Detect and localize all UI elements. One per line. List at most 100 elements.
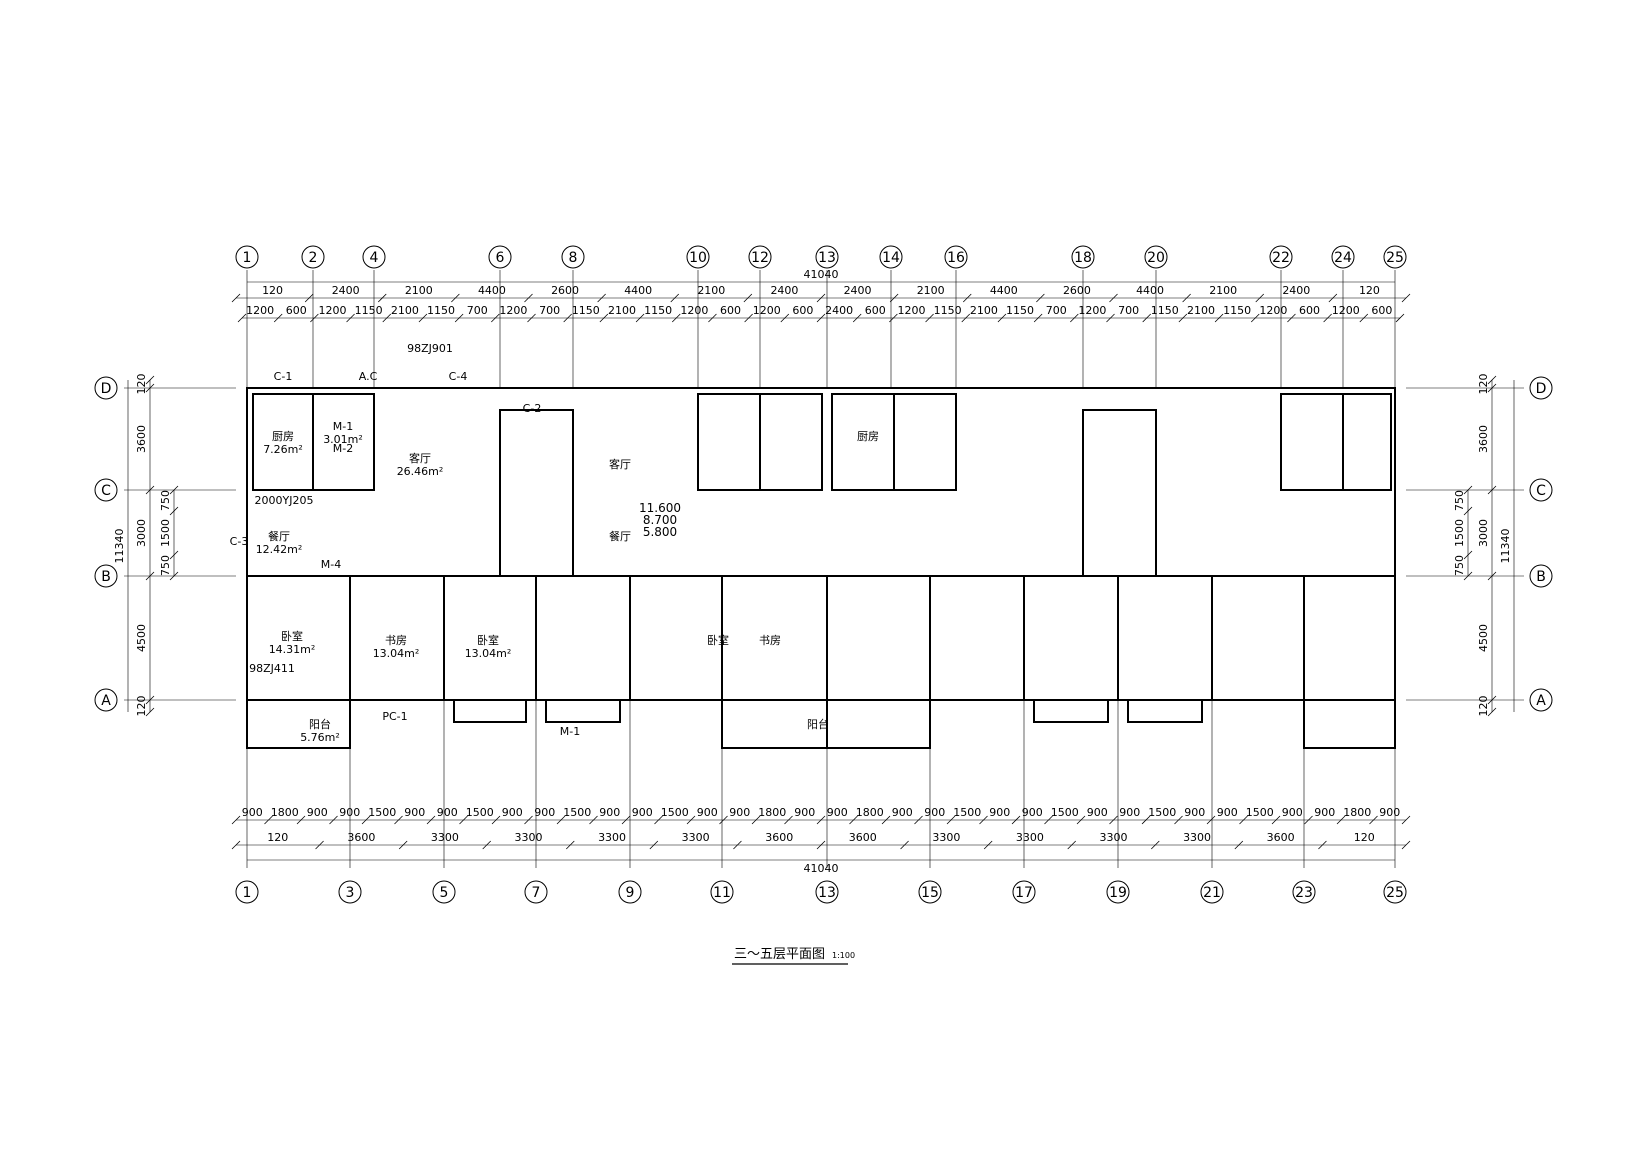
- axis-bubble: [815, 245, 839, 269]
- top-dim-1-tick: [1109, 293, 1118, 303]
- stairwell-right: [1082, 409, 1157, 577]
- top-dim-1-value: 2600: [1063, 284, 1091, 297]
- bottom-dim-1-value: 1500: [563, 806, 591, 819]
- room-name: 餐厅: [609, 529, 631, 543]
- top-dim-2-value: 1150: [644, 304, 672, 317]
- bottom-dim-2-value: 3600: [1267, 831, 1295, 844]
- level-mark: 5.800: [643, 525, 677, 539]
- room-area: 13.04m²: [373, 647, 420, 660]
- top-dim-2-value: 1200: [897, 304, 925, 317]
- bottom-dim-1-tick: [394, 815, 403, 825]
- top-dim-1-tick: [597, 293, 606, 303]
- bottom-dim-2-value: 3600: [765, 831, 793, 844]
- axis-label: A: [1536, 693, 1546, 709]
- top-dim-2-value: 1150: [934, 304, 962, 317]
- top-dim-1-value: 4400: [624, 284, 652, 297]
- bath-3: [893, 393, 957, 491]
- axis-label: 17: [1015, 885, 1033, 901]
- room-name: 客厅: [609, 457, 631, 471]
- top-dim-2-tick: [273, 313, 283, 323]
- top-dim-2-tick: [1359, 313, 1369, 323]
- top-dim-1-value: 120: [262, 284, 283, 297]
- bottom-dim-1-tick: [1141, 815, 1151, 825]
- top-dim-2-value: 1200: [680, 304, 708, 317]
- room-name: 卧室: [281, 629, 303, 643]
- bottom-dim-2-value: 3300: [682, 831, 710, 844]
- bottom-dim-2-tick: [315, 840, 324, 850]
- bath-2: [697, 393, 761, 491]
- left-dim-outer-tick: [145, 485, 155, 495]
- top-dim-1-value: 2400: [770, 284, 798, 297]
- left-dim-inner-value: 1500: [159, 519, 172, 547]
- top-dim-2-value: 2100: [970, 304, 998, 317]
- top-dim-2-value: 1150: [355, 304, 383, 317]
- axis-label: C: [1536, 483, 1546, 499]
- left-dim-outer-value: 3000: [135, 519, 148, 547]
- top-dim-2-tick: [237, 313, 247, 323]
- bay-window: [1033, 699, 1109, 723]
- top-total-value: 41040: [804, 268, 839, 281]
- top-dim-2-value: 1200: [499, 304, 527, 317]
- axis-bubble: [1383, 880, 1407, 904]
- top-dim-2-value: 1150: [1006, 304, 1034, 317]
- left-dim-outer-tick: [145, 383, 155, 393]
- left-dim-outer-tick: [145, 695, 155, 705]
- axis-bubble: [1106, 880, 1130, 904]
- bottom-dim-1-value: 900: [307, 806, 328, 819]
- bottom-dim-2-tick: [231, 840, 241, 850]
- bottom-dim-1-tick: [1044, 815, 1053, 825]
- axis-label: 1: [243, 885, 252, 901]
- left-dim-outer-value: 120: [135, 696, 148, 717]
- axis-bubble: [1269, 245, 1293, 269]
- axis-bubble: [1529, 376, 1553, 400]
- axis-bubble: [1200, 880, 1224, 904]
- top-dim-2-value: 600: [286, 304, 307, 317]
- top-dim-2-value: 700: [1118, 304, 1139, 317]
- bottom-dim-1-value: 900: [404, 806, 425, 819]
- bottom-dim-2-tick: [1151, 840, 1160, 850]
- top-dim-1-value: 120: [1359, 284, 1380, 297]
- top-dim-2-tick: [1142, 313, 1151, 323]
- right-dim-outer-tick: [1487, 485, 1497, 495]
- axis-label: A: [101, 693, 111, 709]
- bottom-dim-1-tick: [719, 815, 728, 825]
- bottom-dim-2-tick: [1067, 840, 1076, 850]
- bottom-dim-1-value: 1800: [758, 806, 786, 819]
- room-name: 卧室: [707, 633, 729, 647]
- top-dim-2-value: 1150: [1151, 304, 1179, 317]
- top-dim-2-value: 700: [467, 304, 488, 317]
- top-dim-2-tick: [1106, 313, 1115, 323]
- bottom-dim-1-tick: [296, 815, 306, 825]
- axis-label: 12: [751, 250, 769, 266]
- top-dim-1-value: 4400: [990, 284, 1018, 297]
- room-area: 7.26m²: [263, 443, 303, 456]
- bottom-dim-1-value: 900: [242, 806, 263, 819]
- top-dim-2-tick: [563, 313, 572, 323]
- bottom-dim-2-tick: [398, 840, 408, 850]
- top-dim-1-value: 2400: [844, 284, 872, 297]
- axis-bubble: [1529, 564, 1553, 588]
- detail-ref: 98ZJ901: [407, 342, 453, 355]
- bottom-dim-1-value: 1500: [1148, 806, 1176, 819]
- top-dim-1-tick: [451, 293, 460, 303]
- top-dim-1-tick: [1182, 293, 1191, 303]
- axis-bubble: [1012, 880, 1036, 904]
- top-dim-2-value: 1200: [1078, 304, 1106, 317]
- axis-label: 5: [440, 885, 449, 901]
- grid-lines: [124, 270, 1524, 868]
- detail-ref: 2000YJ205: [255, 494, 314, 507]
- axis-bubble: [235, 880, 259, 904]
- top-dim-2-value: 600: [792, 304, 813, 317]
- bottom-dim-1-value: 900: [534, 806, 555, 819]
- right-dim-inner-tick: [1463, 571, 1473, 581]
- bottom-dim-1-value: 1800: [271, 806, 299, 819]
- axis-label: D: [1536, 381, 1547, 397]
- top-dim-2-value: 1150: [572, 304, 600, 317]
- bottom-dim-2-value: 3300: [598, 831, 626, 844]
- top-dim-2-value: 1200: [318, 304, 346, 317]
- axis-label: 14: [882, 250, 900, 266]
- top-dim-2-tick: [635, 313, 645, 323]
- axis-bubble: [1071, 245, 1095, 269]
- level-mark: 8.700: [643, 513, 677, 527]
- top-dim-2-value: 2100: [1187, 304, 1215, 317]
